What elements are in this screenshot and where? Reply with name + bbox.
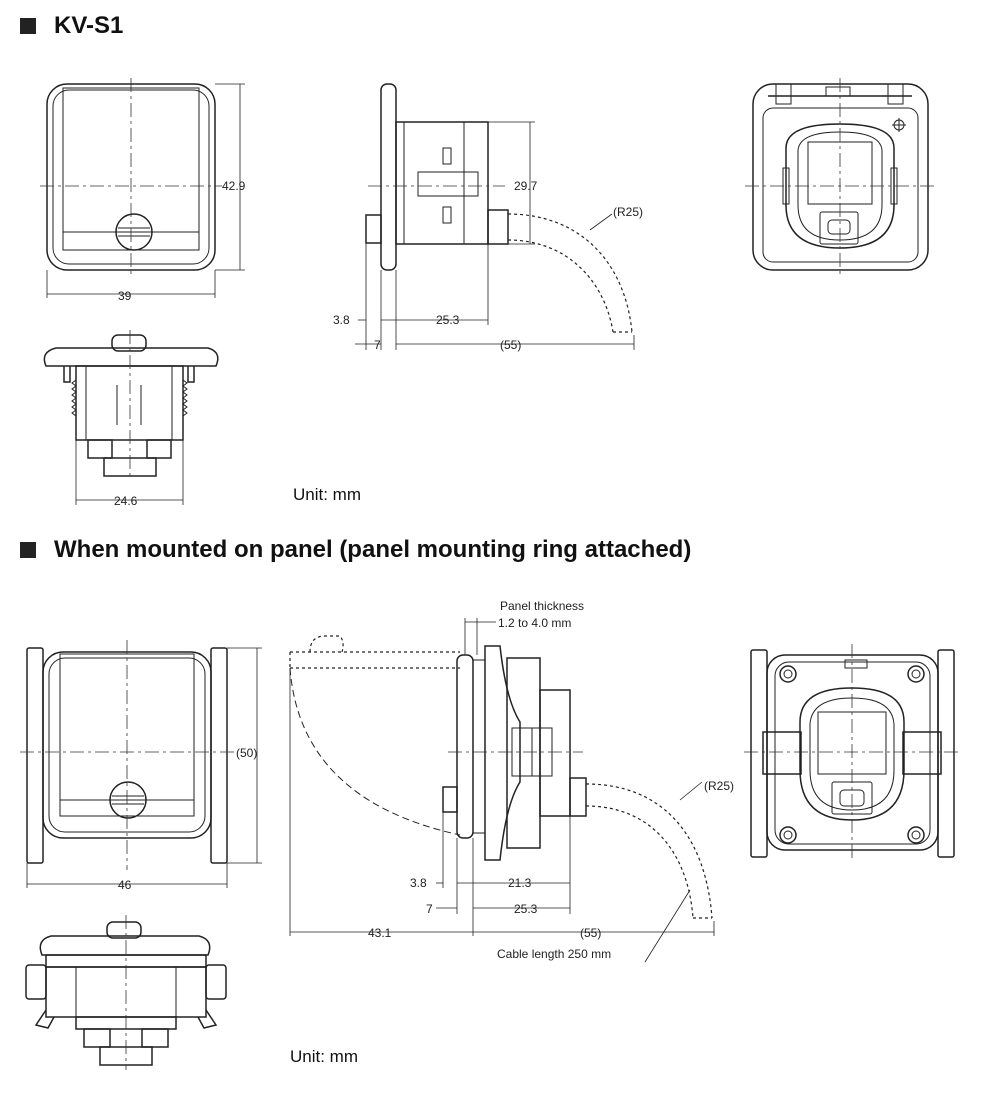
- dim-width: 46: [118, 878, 132, 892]
- dim-offset: 7: [374, 338, 381, 352]
- rear-view-kv-s1: [745, 78, 935, 278]
- dim-flange: 3.8: [333, 313, 350, 327]
- section-title: When mounted on panel (panel mounting ri…: [54, 536, 692, 563]
- unit-label: Unit: mm: [293, 485, 361, 504]
- section-title: KV-S1: [54, 12, 124, 39]
- bottom-view-kv-s1: [43, 330, 219, 505]
- front-view-panel-mount: [20, 640, 262, 888]
- heading-bullet-icon: [20, 18, 36, 34]
- side-view-panel-mount: [289, 618, 715, 963]
- dim-height: (50): [236, 746, 257, 760]
- dim-radius: (R25): [704, 779, 734, 793]
- dim-depth2: 25.3: [514, 902, 538, 916]
- rear-view-panel-mount: [744, 644, 960, 862]
- panel-thickness-label: Panel thickness: [500, 599, 584, 613]
- dim-height-front: 42.9: [222, 179, 246, 193]
- dim-left: 43.1: [368, 926, 392, 940]
- dim-bottom-width: 24.6: [114, 494, 138, 508]
- dim-offset: 7: [426, 902, 433, 916]
- dim-flange: 3.8: [410, 876, 427, 890]
- front-view-kv-s1: [40, 78, 245, 298]
- dim-depth1: 21.3: [508, 876, 532, 890]
- dim-radius: (R25): [613, 205, 643, 219]
- dim-body-depth: 29.7: [514, 179, 538, 193]
- dim-cable-reach: (55): [500, 338, 521, 352]
- dim-depth: 25.3: [436, 313, 460, 327]
- dim-cable-reach: (55): [580, 926, 601, 940]
- section-heading-panel-mount: When mounted on panel (panel mounting ri…: [20, 536, 691, 564]
- section-heading-kv-s1: KV-S1: [20, 12, 123, 40]
- heading-bullet-icon: [20, 542, 36, 558]
- unit-label: Unit: mm: [290, 1047, 358, 1066]
- side-view-kv-s1: [355, 83, 635, 350]
- cable-length-label: Cable length 250 mm: [497, 947, 611, 961]
- bottom-view-panel-mount: [25, 915, 227, 1070]
- panel-thickness-range: 1.2 to 4.0 mm: [498, 616, 571, 630]
- dim-width-front: 39: [118, 289, 132, 303]
